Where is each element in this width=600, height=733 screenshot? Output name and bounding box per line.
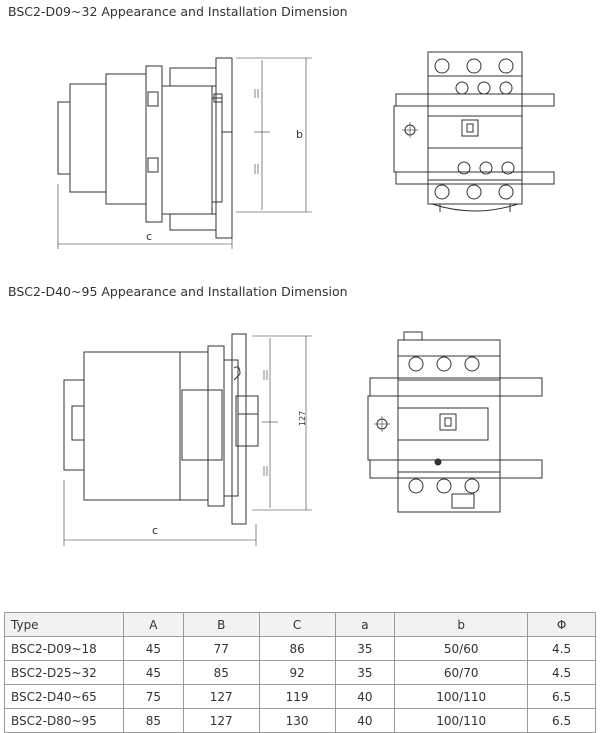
cell-b-upper: 77 [182, 636, 260, 661]
cell-b-upper: 85 [182, 660, 260, 685]
table-row: BSC2-D09~18 45 77 86 35 50/60 4.5 [4, 636, 596, 661]
cell-c-upper: 86 [258, 636, 336, 661]
header-phi: Φ [527, 612, 596, 637]
dim-label-127: 127 [298, 411, 307, 426]
side-view-d40-95 [63, 333, 312, 546]
cell-a-lower: 35 [334, 636, 396, 661]
section-title-d40-95: BSC2-D40~95 Appearance and Installation … [8, 284, 348, 299]
drawing-d40-95: c 127 [63, 331, 543, 546]
cell-c-upper: 130 [258, 708, 336, 733]
dim-label-b: b [296, 128, 303, 141]
header-c-upper: C [258, 612, 336, 637]
header-b-lower: b [394, 612, 529, 637]
table-row: BSC2-D25~32 45 85 92 35 60/70 4.5 [4, 660, 596, 685]
cell-type: BSC2-D25~32 [4, 660, 124, 685]
dim-label-c: c [146, 230, 152, 243]
cell-type: BSC2-D80~95 [4, 708, 124, 733]
cell-a-upper: 85 [123, 708, 184, 733]
cell-a-upper: 45 [123, 660, 184, 685]
cell-a-upper: 75 [123, 684, 184, 709]
side-view-d09-32 [57, 57, 312, 249]
cell-c-upper: 119 [258, 684, 336, 709]
header-a-upper: A [123, 612, 184, 637]
cell-phi: 4.5 [527, 636, 596, 661]
cell-phi: 6.5 [527, 684, 596, 709]
dim-label-c: c [152, 524, 158, 537]
front-view-d09-32 [393, 51, 555, 212]
cell-b-upper: 127 [182, 684, 260, 709]
cell-b-upper: 127 [182, 708, 260, 733]
cell-a-lower: 40 [334, 708, 396, 733]
dimension-table: Type A B C a b Φ BSC2-D09~18 45 77 86 35… [4, 612, 596, 733]
table-row: BSC2-D40~65 75 127 119 40 100/110 6.5 [4, 684, 596, 709]
cell-type: BSC2-D09~18 [4, 636, 124, 661]
header-b-upper: B [182, 612, 260, 637]
cell-b-lower: 50/60 [394, 636, 529, 661]
table-row: BSC2-D80~95 85 127 130 40 100/110 6.5 [4, 708, 596, 733]
section-title-d09-32: BSC2-D09~32 Appearance and Installation … [8, 4, 348, 19]
cell-phi: 4.5 [527, 660, 596, 685]
cell-b-lower: 60/70 [394, 660, 529, 685]
drawing-d09-32: c b [57, 51, 555, 249]
header-a-lower: a [334, 612, 396, 637]
cell-phi: 6.5 [527, 708, 596, 733]
cell-b-lower: 100/110 [394, 708, 529, 733]
cell-a-upper: 45 [123, 636, 184, 661]
front-view-d40-95 [367, 331, 543, 513]
cell-type: BSC2-D40~65 [4, 684, 124, 709]
table-header-row: Type A B C a b Φ [4, 612, 596, 637]
cell-a-lower: 40 [334, 684, 396, 709]
cell-a-lower: 35 [334, 660, 396, 685]
cell-c-upper: 92 [258, 660, 336, 685]
header-type: Type [4, 612, 124, 637]
cell-b-lower: 100/110 [394, 684, 529, 709]
